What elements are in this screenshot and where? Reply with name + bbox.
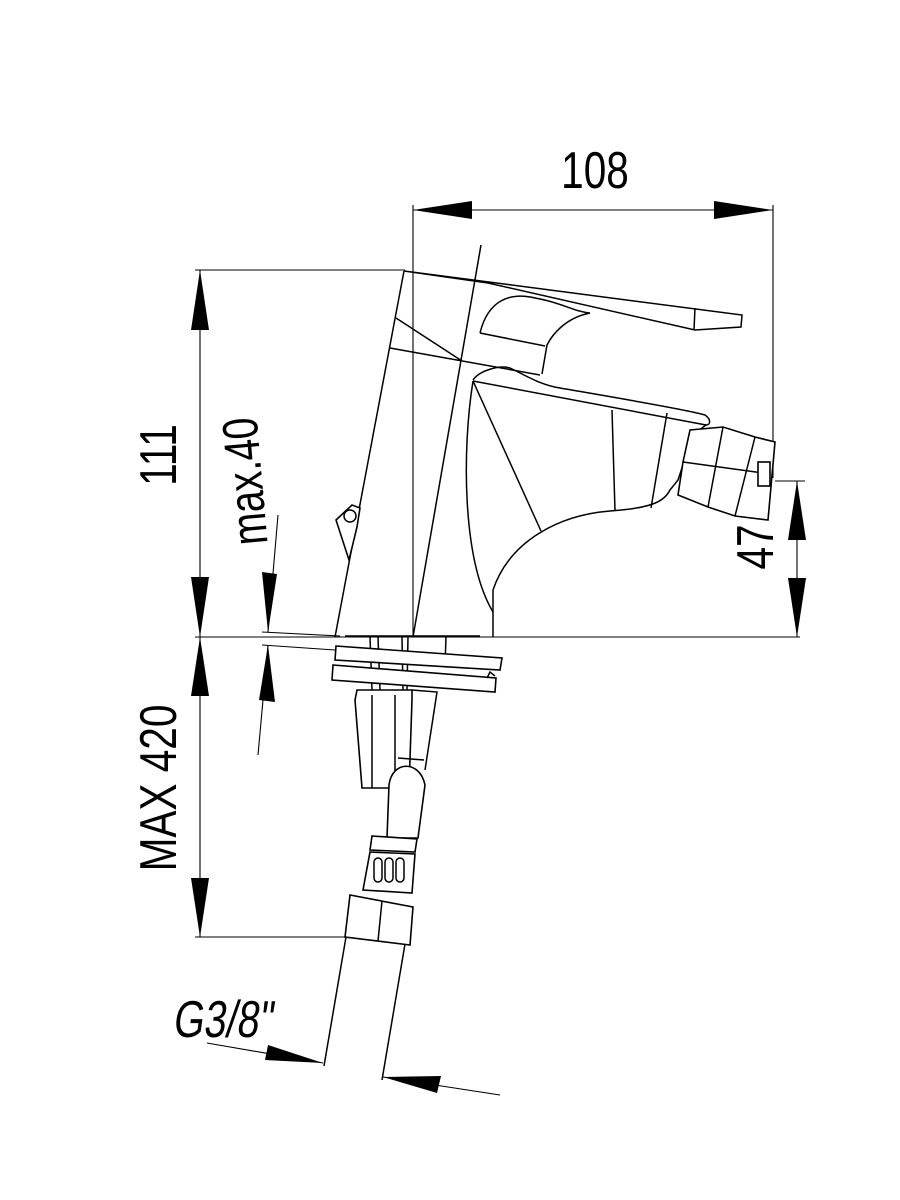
mounting-assembly	[323, 636, 503, 1081]
spout-bottom-curve	[492, 424, 707, 637]
faucet-body	[334, 244, 776, 638]
nut-edge	[377, 900, 383, 942]
hose-fitting	[362, 851, 416, 894]
dimension-height: 111	[129, 269, 405, 637]
connection-nut	[344, 894, 414, 946]
arrow-left-icon	[413, 201, 472, 219]
dimension-label-connection: G3/8"	[171, 990, 279, 1048]
dimension-label-deck: max.40	[211, 415, 279, 547]
hose-elbow	[386, 765, 426, 839]
body-center-edge	[412, 244, 482, 638]
arrow-right-icon	[714, 201, 773, 219]
fitting-slot	[373, 857, 383, 883]
dimension-label-height: 111	[129, 424, 187, 486]
supply-pipe	[411, 689, 438, 771]
dimension-label-width: 108	[561, 141, 629, 199]
fitting-slot	[384, 857, 394, 883]
ferrule-ring	[369, 835, 418, 853]
arrow-left-icon	[383, 1076, 441, 1093]
washer	[334, 645, 503, 671]
pop-up-rod	[335, 504, 361, 563]
fitting-slot	[395, 857, 405, 883]
aerator-lines	[682, 426, 771, 517]
dimension-deck-thickness: max.40	[211, 415, 341, 756]
arrow-down-icon	[191, 577, 209, 637]
spout-facets	[472, 380, 668, 532]
aerator	[677, 426, 776, 521]
flexible-hose	[323, 936, 406, 1081]
arrow-up-icon	[259, 645, 275, 702]
dimension-label-spout: 47	[726, 524, 784, 569]
spout-top-edge	[472, 380, 707, 426]
dimension-connection: G3/8"	[171, 990, 501, 1096]
arrow-up-icon	[788, 481, 806, 540]
dimension-width: 108	[412, 141, 774, 637]
lever-arm	[479, 295, 591, 375]
arrow-down-icon	[788, 578, 806, 637]
arrow-right-icon	[265, 1045, 323, 1063]
clamp-plate	[331, 664, 497, 693]
arrow-up-icon	[191, 637, 209, 696]
plate-detail	[486, 670, 496, 679]
body-left-edge	[334, 270, 405, 638]
spout-top-curve	[472, 366, 711, 426]
extension-line	[261, 644, 336, 651]
lever-detail	[693, 307, 696, 331]
aerator-tip	[757, 461, 771, 487]
extension-line	[261, 631, 341, 637]
spout-left-curve	[465, 380, 494, 613]
arrow-down-icon	[262, 572, 277, 632]
arrow-up-icon	[191, 270, 209, 330]
arrow-down-icon	[191, 878, 209, 937]
pop-up-knob-icon	[343, 509, 357, 523]
dimension-spout-height: 47	[726, 480, 806, 637]
lever-handle	[403, 270, 743, 331]
dimension-label-hose: MAX 420	[129, 705, 187, 872]
dimension-hose-length: MAX 420	[129, 637, 346, 938]
